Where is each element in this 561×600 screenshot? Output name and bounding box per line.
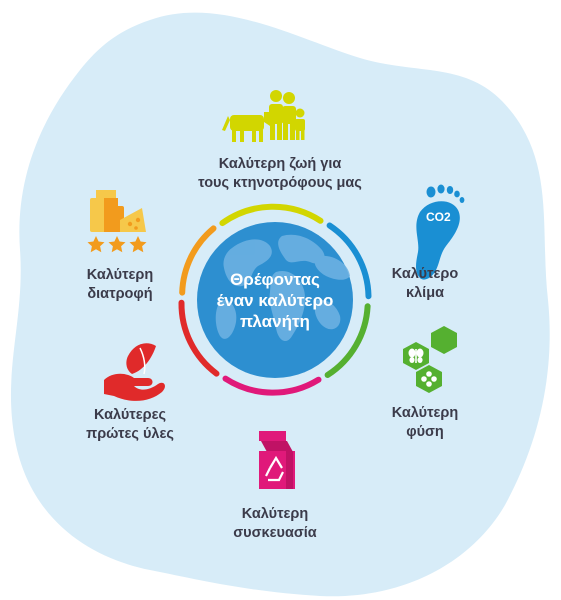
center-title-line1: Θρέφοντας	[230, 270, 320, 289]
label-nutrition-line1: Καλύτερη	[86, 267, 154, 283]
ring-segment-materials	[178, 299, 220, 377]
star-icon	[129, 236, 147, 253]
label-nutrition-line2: διατροφή	[87, 286, 153, 302]
label-nature: Καλύτερη φύση	[370, 404, 480, 442]
label-nature-line2: φύση	[406, 424, 444, 440]
center-title-line2: έναν καλύτερο	[217, 291, 334, 310]
globe: Θρέφοντας έναν καλύτερο πλανήτη	[197, 222, 353, 378]
footprint-co2-icon: CO2	[416, 184, 465, 280]
farmers-cow-icon	[222, 90, 305, 142]
recycle-symbol	[265, 455, 284, 482]
ring-segment-farmers	[219, 203, 324, 227]
globe-continents	[215, 234, 350, 342]
label-climate: Καλύτερο κλίμα	[370, 265, 480, 303]
label-materials-line1: Καλύτερες	[93, 407, 167, 423]
label-materials-line2: πρώτες ύλες	[86, 426, 174, 442]
dairy-stars-icon	[87, 190, 147, 253]
label-packaging-line1: Καλύτερη	[241, 506, 309, 522]
label-packaging: Καλύτερη συσκευασία	[210, 505, 340, 543]
rating-stars	[87, 236, 147, 253]
label-materials: Καλύτερες πρώτες ύλες	[70, 406, 190, 444]
label-farmers: Καλύτερη ζωή για τους κτηνοτρόφους μας	[180, 155, 380, 193]
star-icon	[87, 236, 105, 253]
recycle-carton-icon	[259, 431, 295, 489]
ring-segment-nature	[324, 303, 371, 378]
butterfly-icon	[408, 348, 424, 363]
ring-segment-climate	[326, 222, 372, 300]
label-farmers-line1: Καλύτερη ζωή για	[218, 156, 342, 172]
co2-text: CO2	[426, 210, 451, 224]
center-title-line3: πλανήτη	[240, 312, 310, 331]
ring-segment-packaging	[222, 375, 322, 396]
flower-icon	[421, 371, 437, 387]
label-packaging-line2: συσκευασία	[233, 525, 317, 541]
label-farmers-line2: τους κτηνοτρόφους μας	[198, 175, 362, 191]
ring	[178, 203, 372, 396]
ring-segment-nutrition	[179, 225, 217, 296]
hand-leaf-icon	[104, 343, 165, 401]
hexagon-nature-icon	[403, 326, 457, 393]
label-climate-line2: κλίμα	[406, 285, 444, 301]
label-nature-line1: Καλύτερη	[391, 405, 459, 421]
star-icon	[108, 236, 126, 253]
label-nutrition: Καλύτερη διατροφή	[60, 266, 180, 304]
label-climate-line1: Καλύτερο	[391, 266, 459, 282]
